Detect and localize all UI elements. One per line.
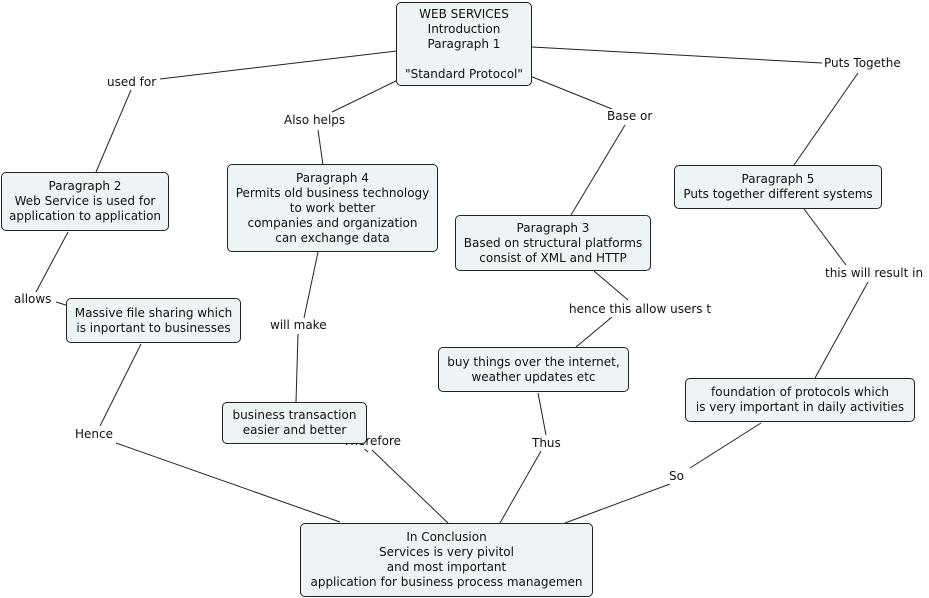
node-para2-text: Paragraph 2 Web Service is used for appl… xyxy=(8,179,162,223)
node-web-services-intro[interactable]: WEB SERVICES Introduction Paragraph 1 "S… xyxy=(396,2,532,86)
node-foundation-text: foundation of protocols which is very im… xyxy=(695,385,905,414)
connector-para4-willmake xyxy=(303,251,319,319)
node-paragraph-3[interactable]: Paragraph 3 Based on structural platform… xyxy=(455,215,651,271)
link-label-so: So xyxy=(667,469,686,484)
connector-para3-hencethis xyxy=(593,270,629,301)
connector-willmake-business xyxy=(295,333,299,403)
link-label-this-will-result: this will result in xyxy=(823,266,926,281)
connector-so-conclusion xyxy=(564,483,671,524)
connector-massive-hence xyxy=(99,343,142,427)
node-conclusion[interactable]: In Conclusion Services is very pivitol a… xyxy=(300,523,593,597)
link-label-thus: Thus xyxy=(530,436,563,451)
node-buy-things[interactable]: buy things over the internet, weather up… xyxy=(438,347,629,392)
link-label-will-make: will make xyxy=(268,318,329,333)
node-paragraph-5[interactable]: Paragraph 5 Puts together different syst… xyxy=(674,165,882,209)
connector-therefore-conclusion xyxy=(371,449,449,524)
node-intro-text: WEB SERVICES Introduction Paragraph 1 "S… xyxy=(405,6,523,81)
connector-intro-usedfor xyxy=(159,50,398,80)
node-paragraph-2[interactable]: Paragraph 2 Web Service is used for appl… xyxy=(1,172,169,231)
connector-puts-para5 xyxy=(793,72,859,166)
connector-alsohelps-para4 xyxy=(317,129,324,166)
connector-intro-baseor xyxy=(529,75,613,110)
connector-intro-puts xyxy=(531,46,823,64)
link-label-also-helps: Also helps xyxy=(282,113,348,128)
connector-hence-conclusion xyxy=(115,442,341,523)
link-label-puts-togethe: Puts Togethe xyxy=(822,56,903,71)
connector-buy-thus xyxy=(537,392,547,436)
connector-thus-conclusion xyxy=(499,450,542,524)
connector-foundation-so xyxy=(689,422,762,469)
node-para4-text: Paragraph 4 Permits old business technol… xyxy=(235,170,430,245)
connector-para2-allows xyxy=(35,231,69,293)
link-label-used-for: used for xyxy=(105,75,159,90)
connector-hencethis-buy xyxy=(575,316,613,348)
node-para3-text: Paragraph 3 Based on structural platform… xyxy=(463,220,643,265)
node-massive-file-sharing[interactable]: Massive file sharing which is inportant … xyxy=(66,298,241,343)
connector-result-foundation xyxy=(814,281,869,379)
node-massive-text: Massive file sharing which is inportant … xyxy=(74,305,233,335)
link-label-hence-this: hence this allow users t xyxy=(567,302,714,317)
link-label-allows: allows xyxy=(12,292,54,307)
node-conclusion-text: In Conclusion Services is very pivitol a… xyxy=(310,530,583,589)
node-business-transaction[interactable]: business transaction easier and better xyxy=(222,402,367,444)
link-label-base-or: Base or xyxy=(605,109,655,124)
link-label-hence: Hence xyxy=(73,427,115,442)
node-buy-text: buy things over the internet, weather up… xyxy=(447,354,620,384)
connector-usedfor-para2 xyxy=(95,89,132,173)
node-para5-text: Paragraph 5 Puts together different syst… xyxy=(683,172,873,201)
node-business-text: business transaction easier and better xyxy=(232,408,357,437)
node-paragraph-4[interactable]: Paragraph 4 Permits old business technol… xyxy=(227,164,438,252)
connector-intro-alsohelps xyxy=(331,79,399,113)
node-foundation-protocols[interactable]: foundation of protocols which is very im… xyxy=(685,378,915,422)
connector-para5-result xyxy=(803,208,847,266)
connector-baseor-para3 xyxy=(570,124,626,216)
